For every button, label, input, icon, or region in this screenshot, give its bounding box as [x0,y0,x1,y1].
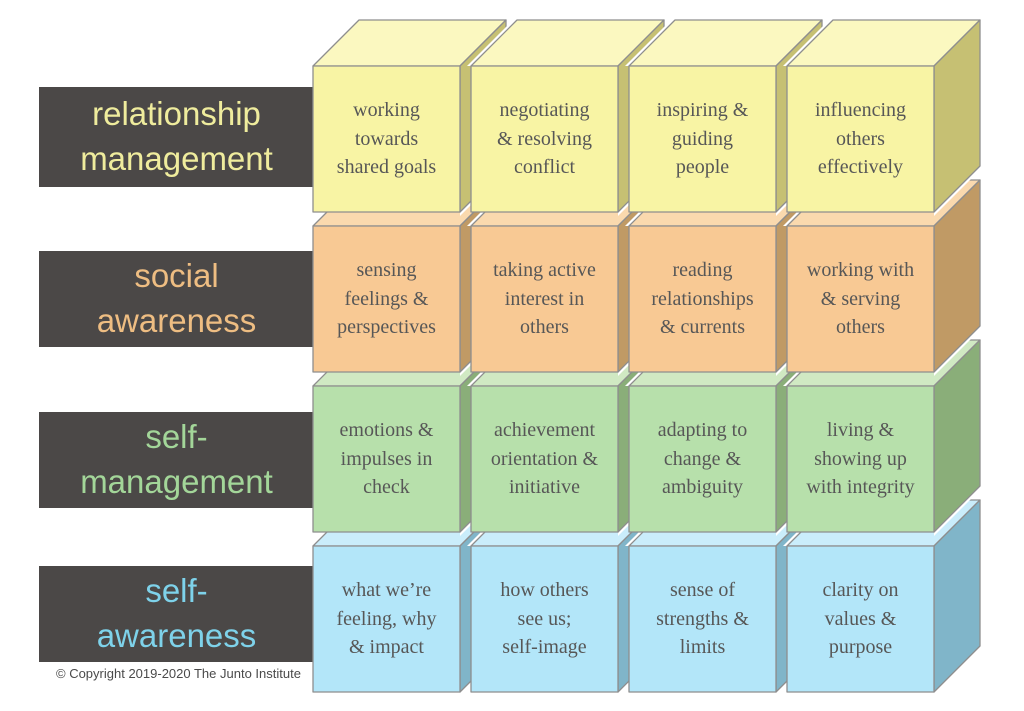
cube-text-living-showing-up-integrity: living & showing up with integrity [806,419,915,499]
cube-text-negotiating-resolving-conflict: negotiating & resolving conflict [497,99,592,179]
cube-text-working-towards-shared-goals: working towards shared goals [336,99,437,179]
cube-front-face [786,545,935,693]
cube-relationship-management-4 [783,19,981,216]
cube-front-face [628,545,777,693]
gap-bottom [934,166,980,216]
cube-text-how-others-see-us: how others see us; self-image [500,579,589,659]
cube-front-face [628,385,777,533]
cube-text-emotions-impulses-check: emotions & impulses in check [339,419,434,499]
cube-text-clarity-values-purpose: clarity on values & purpose [822,579,899,659]
row-label-self-awareness: self- awareness [39,566,314,662]
gap-bottom [934,486,980,536]
cube-front-face [786,65,935,213]
cube-front-face [470,385,619,533]
copyright-text: © Copyright 2019-2020 The Junto Institut… [56,666,301,681]
gap-left [625,20,675,66]
cube-front-face [628,65,777,213]
cube-front-face [312,225,461,373]
cube-front-face [470,545,619,693]
cube-front-face [470,225,619,373]
cube-text-influencing-others-effectively: influencing others effectively [814,99,907,179]
cube-text-achievement-orientation-initiative: achievement orientation & initiative [490,419,599,499]
row-label-self-management: self- management [39,412,314,508]
row-label-social-awareness: social awareness [39,251,314,347]
cube-text-sense-of-strengths-limits: sense of strengths & limits [656,579,749,659]
row-label-relationship-management: relationship management [39,87,314,187]
cube-text-what-were-feeling: what we’re feeling, why & impact [336,579,437,659]
gap-bottom [934,326,980,376]
cube-front-face [312,545,461,693]
cube-text-inspiring-guiding-people: inspiring & guiding people [656,99,749,179]
cube-text-taking-active-interest: taking active interest in others [493,259,596,339]
cube-text-adapting-change-ambiguity: adapting to change & ambiguity [657,419,748,499]
cube-text-working-with-serving-others: working with & serving others [806,259,915,339]
cube-front-face [786,385,935,533]
cube-text-sensing-feelings-perspectives: sensing feelings & perspectives [337,259,436,339]
cube-front-face [628,225,777,373]
cube-front-face [786,225,935,373]
gap-left [783,20,833,66]
cube-front-face [470,65,619,213]
cube-text-reading-relationships-currents: reading relationships & currents [651,259,754,339]
cube-front-face [312,65,461,213]
cube-front-face [312,385,461,533]
gap-left [467,20,517,66]
